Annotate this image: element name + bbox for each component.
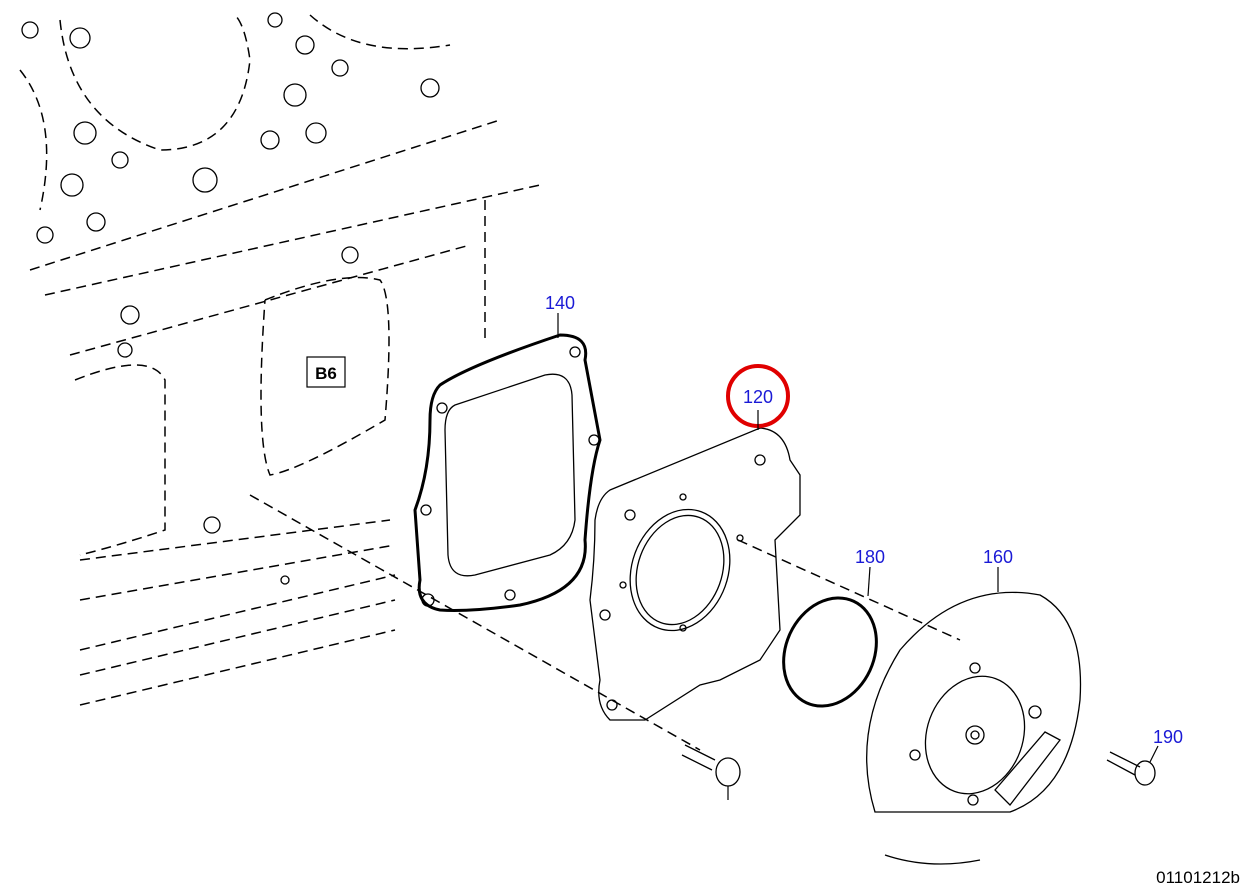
bolt-lower[interactable]: [681, 744, 741, 800]
oring-180[interactable]: [766, 583, 893, 722]
callout-180[interactable]: 180: [855, 547, 885, 567]
engine-block: [19, 12, 541, 706]
callout-120[interactable]: 120: [743, 387, 773, 407]
callout-190[interactable]: 190: [1153, 727, 1183, 747]
alignment-line: [249, 494, 701, 751]
gasket-140[interactable]: [413, 333, 602, 612]
bolt-190[interactable]: [1106, 751, 1156, 786]
b6-label: B6: [315, 364, 337, 383]
b6-label-box: [306, 356, 346, 388]
callout-140[interactable]: 140: [545, 293, 575, 313]
alignment-line: [737, 539, 961, 641]
callout-leader: [867, 566, 871, 597]
drawing-number: 01101212b: [1156, 868, 1240, 887]
callout-leader: [1149, 745, 1159, 763]
cover-120[interactable]: [589, 427, 801, 721]
pulley-160[interactable]: [866, 591, 1082, 865]
callout-160[interactable]: 160: [983, 547, 1013, 567]
